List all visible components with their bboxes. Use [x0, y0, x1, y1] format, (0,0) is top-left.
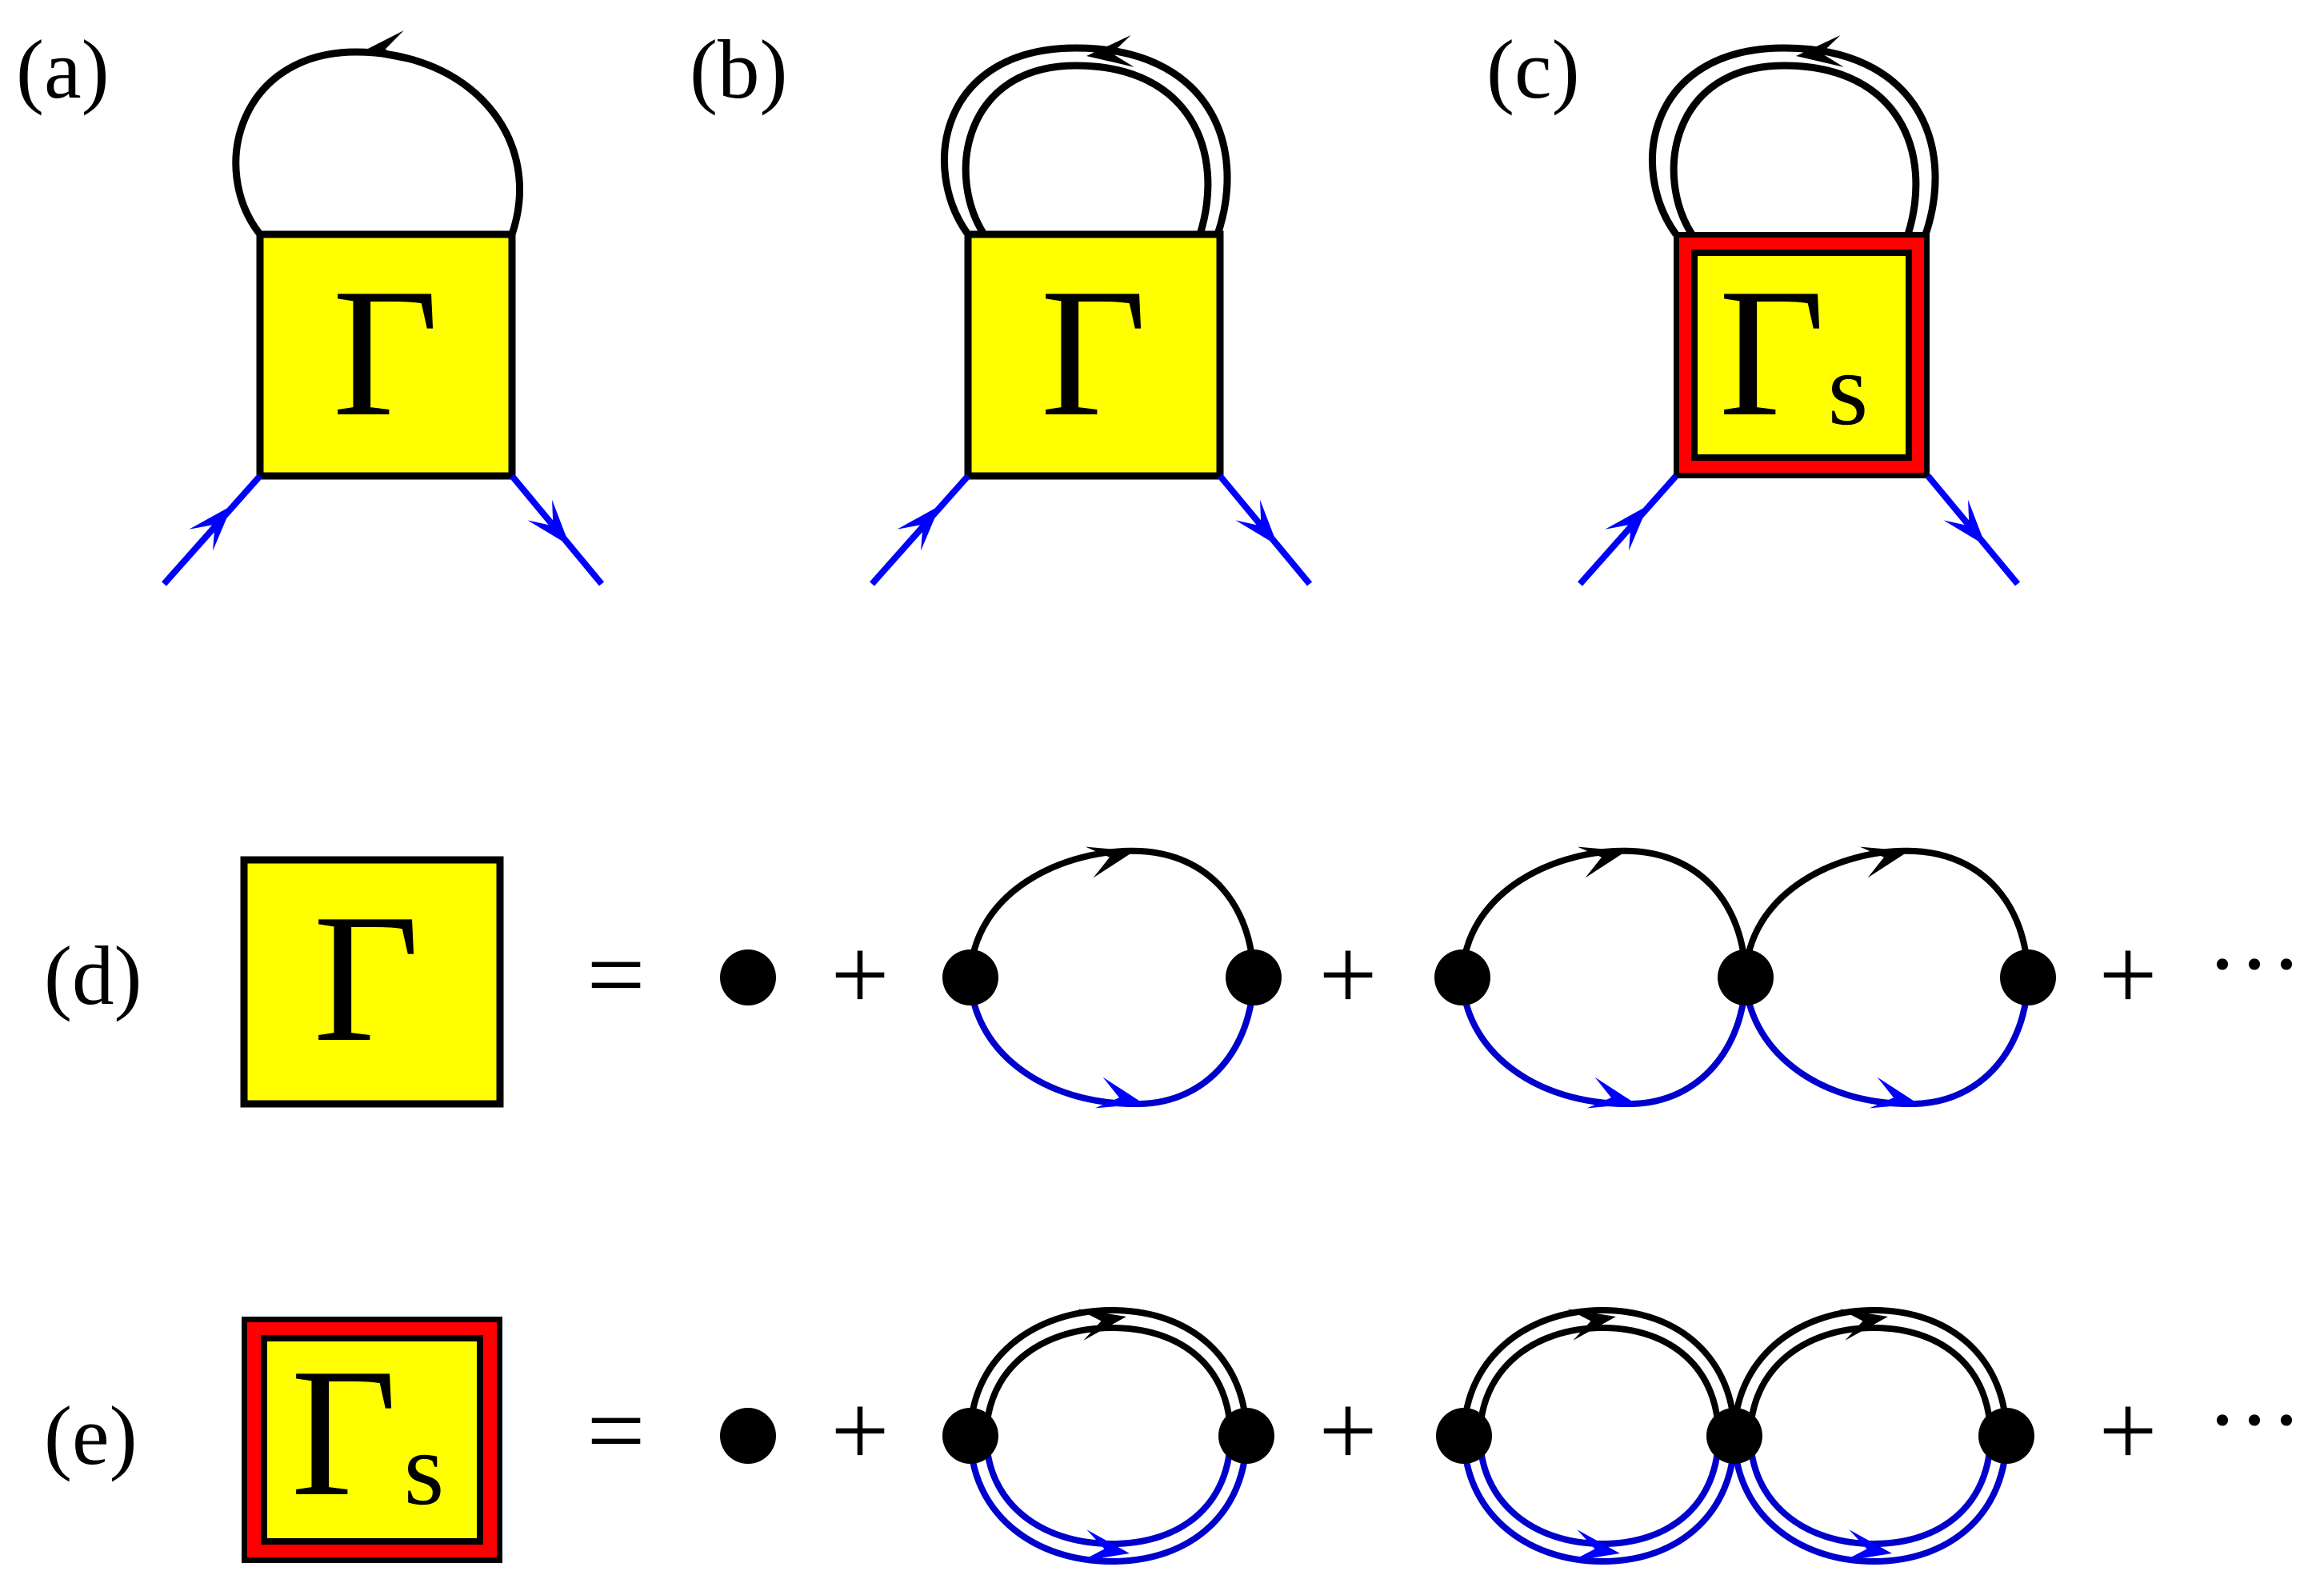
bubble-lower-outer-line-e-2: [1461, 1435, 1738, 1565]
equals-sign-e: =: [586, 1373, 645, 1489]
bare-vertex-dot-d: [720, 949, 776, 1005]
vertex-box-d: [240, 856, 504, 1108]
plus-sign-e-3: +: [2098, 1373, 2157, 1489]
panel-label-b: (b): [690, 22, 787, 116]
bubble-lower-arrow-d-2: [1586, 1077, 1640, 1120]
vertex-symbol-d: Γ: [314, 876, 420, 1080]
vertex-dot-e-3: [1436, 1408, 1492, 1464]
panel-e: (e) Γ s = + + + ··: [44, 1301, 2302, 1569]
bubble-lower-arrow-d-1: [1094, 1077, 1148, 1120]
screened-vertex-box-c: [1691, 250, 1912, 461]
bubble-lower-inner-line-e-2: [1477, 1435, 1722, 1548]
bubble-upper-arrow-e-1: [1078, 1301, 1130, 1341]
vertex-dot-d-3: [1434, 949, 1490, 1005]
vertex-dot-d-1: [942, 949, 998, 1005]
bubble-lower-arrow-d-3: [1869, 1077, 1922, 1120]
bubble-upper-arrow-e-2: [1567, 1301, 1619, 1341]
bubble-lower-outer-line-e-3: [1731, 1435, 2010, 1565]
vertex-box-a: [256, 230, 516, 480]
vertex-dot-d-5: [2000, 949, 2056, 1005]
vertex-symbol-c: Γ: [1719, 250, 1826, 454]
ellipsis-d: ···: [2206, 910, 2302, 1017]
incoming-external-line-a: [162, 474, 262, 586]
bubble-upper-inner-line-e-2: [1477, 1324, 1722, 1437]
plus-sign-d-1: +: [830, 917, 889, 1033]
vertex-dot-d-2: [1226, 949, 1282, 1005]
bubble-upper-inner-line-e-3: [1747, 1324, 1994, 1437]
tadpole-loop-inner-b: [962, 62, 1212, 237]
panel-c: (c) Γ s: [1486, 22, 2021, 586]
vertex-dot-e-2: [1218, 1408, 1274, 1464]
tadpole-loop-inner-c: [1670, 62, 1920, 237]
vertex-dot-d-4: [1718, 949, 1774, 1005]
panel-label-e: (e): [44, 1389, 138, 1482]
vertex-subscript-c: s: [1828, 332, 1869, 447]
bubble-upper-outer-line-e-1: [967, 1306, 1250, 1437]
tadpole-loop-outer-b: [941, 44, 1231, 237]
bubble-lower-inner-line-e-3: [1747, 1435, 1994, 1548]
vertex-box-b: [964, 230, 1224, 480]
bubble-upper-line-d-3: [1742, 847, 2031, 978]
bubble-upper-arrow-e-3: [1839, 1301, 1891, 1341]
incoming-external-line-c: [1578, 474, 1678, 586]
ellipsis-e: ···: [2206, 1366, 2302, 1473]
bubble-upper-inner-line-e-1: [983, 1324, 1234, 1437]
vertex-symbol-a: Γ: [333, 250, 439, 454]
vertex-dot-e-4: [1706, 1408, 1762, 1464]
plus-sign-e-1: +: [830, 1373, 889, 1489]
equals-sign-d: =: [586, 917, 645, 1033]
vertex-symbol-b: Γ: [1041, 250, 1147, 454]
panel-a: (a) Γ: [16, 22, 605, 586]
panel-d: (d) Γ = + + + ···: [44, 835, 2302, 1120]
bubble-upper-line-d-1: [967, 847, 1257, 978]
plus-sign-d-2: +: [1318, 917, 1377, 1033]
bubble-lower-outer-line-e-1: [967, 1435, 1250, 1565]
incoming-external-line-b: [870, 474, 970, 586]
panel-b: (b) Γ: [690, 22, 1313, 586]
vertex-symbol-e: Γ: [291, 1330, 398, 1534]
tadpole-loop-outer-c: [1649, 44, 1939, 237]
bubble-upper-line-d-2: [1459, 847, 1749, 978]
vertex-dot-e-5: [1978, 1408, 2034, 1464]
tadpole-loop-a: [232, 48, 523, 237]
bubble-upper-outer-line-e-2: [1461, 1306, 1738, 1437]
bare-vertex-dot-e: [720, 1408, 776, 1464]
vertex-dot-e-1: [942, 1408, 998, 1464]
screened-vertex-box-e: [261, 1335, 483, 1545]
panel-label-d: (d): [44, 929, 142, 1022]
vertex-subscript-e: s: [404, 1412, 445, 1527]
bubble-upper-outer-line-e-3: [1731, 1306, 2010, 1437]
panel-label-c: (c): [1486, 22, 1580, 116]
plus-sign-d-3: +: [2098, 917, 2157, 1033]
bubble-lower-inner-line-e-1: [983, 1435, 1234, 1548]
plus-sign-e-2: +: [1318, 1373, 1377, 1489]
panel-label-a: (a): [16, 22, 110, 116]
